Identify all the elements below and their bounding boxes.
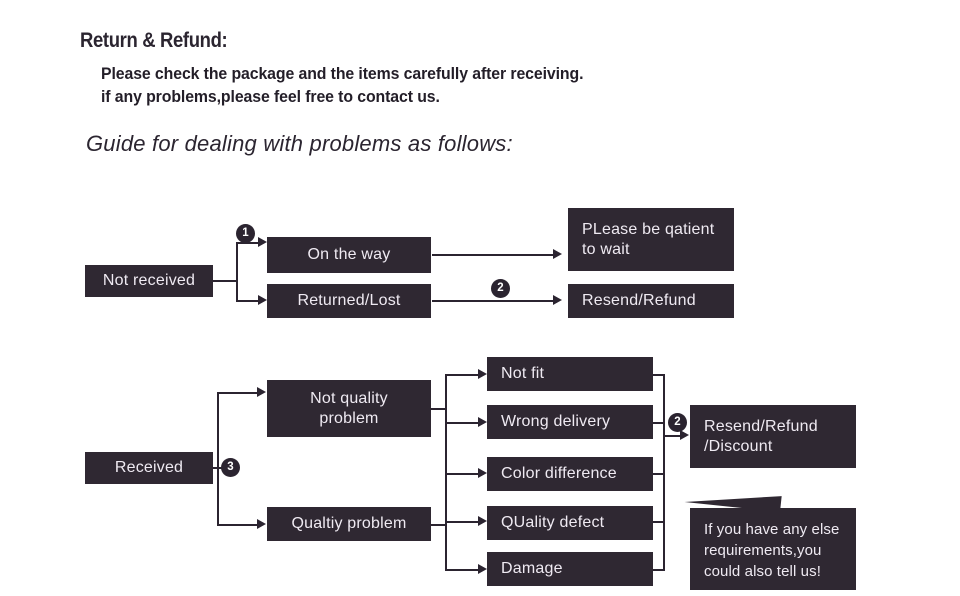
connector-returned-lost-to-outcome	[432, 300, 557, 302]
arrowhead-to-not-quality-problem	[257, 386, 266, 397]
box-resend-refund-discount-line-1: Resend/Refund	[704, 417, 818, 435]
intro-paragraph-line-2: if any problems,please feel free to cont…	[101, 88, 440, 106]
connector-to-not-fit	[445, 374, 483, 376]
connector-to-quality-problem	[217, 524, 259, 526]
connector-not-fit-out	[653, 374, 665, 376]
box-reason-not-fit: Not fit	[487, 357, 653, 391]
connector-to-quality-defect	[445, 521, 483, 523]
connector-to-returned-lost	[236, 300, 260, 302]
box-on-the-way: On the way	[267, 237, 431, 273]
box-reason-quality-defect: QUality defect	[487, 506, 653, 540]
box-please-be-patient-line-1: PLease be qatient	[582, 220, 715, 238]
arrowhead-on-the-way-outcome	[553, 248, 562, 259]
box-reason-damage: Damage	[487, 552, 653, 586]
arrowhead-to-damage	[478, 563, 487, 574]
box-resend-refund-discount: Resend/Refund /Discount	[690, 405, 856, 468]
connector-not-received-bracket	[236, 242, 238, 302]
page-title: Return & Refund:	[80, 29, 228, 52]
box-not-received: Not received	[85, 265, 213, 297]
connector-wrong-delivery-out	[653, 422, 665, 424]
connector-reasons-collector-bracket	[663, 374, 665, 571]
connector-received-bracket	[217, 392, 219, 525]
intro-paragraph-line-1: Please check the package and the items c…	[101, 65, 584, 83]
arrowhead-to-quality-defect	[478, 515, 487, 526]
badge-step-2-top: 2	[491, 279, 510, 298]
box-not-quality-problem-line-2: problem	[319, 409, 379, 427]
connector-not-quality-out	[431, 408, 446, 410]
box-returned-lost: Returned/Lost	[267, 284, 431, 318]
arrowhead-returned-lost-outcome	[553, 294, 562, 305]
connector-to-damage	[445, 569, 483, 571]
connector-collector-to-outcome	[663, 435, 685, 437]
box-reason-wrong-delivery: Wrong delivery	[487, 405, 653, 439]
connector-damage-out	[653, 569, 665, 571]
badge-step-1: 1	[236, 224, 255, 243]
box-resend-refund-discount-line-2: /Discount	[704, 437, 773, 455]
connector-to-wrong-delivery	[445, 422, 483, 424]
arrowhead-to-not-fit	[478, 368, 487, 379]
badge-step-2-bottom: 2	[668, 413, 687, 432]
callout-extra-requirements: If you have any else requirements,you co…	[690, 508, 856, 590]
arrowhead-to-outcome-discount	[680, 429, 689, 440]
connector-quality-out	[431, 524, 446, 526]
connector-to-on-the-way	[236, 242, 260, 244]
connector-received-stem	[213, 467, 228, 469]
callout-line-1: If you have any else	[704, 521, 840, 538]
arrowhead-to-wrong-delivery	[478, 416, 487, 427]
connector-on-the-way-to-outcome	[432, 254, 557, 256]
box-resend-refund: Resend/Refund	[568, 284, 734, 318]
badge-step-3: 3	[221, 458, 240, 477]
callout-line-3: could also tell us!	[704, 563, 821, 580]
connector-quality-defect-out	[653, 521, 665, 523]
intro-paragraph: Please check the package and the items c…	[101, 63, 583, 109]
box-reason-color-difference: Color difference	[487, 457, 653, 491]
arrowhead-to-color-difference	[478, 467, 487, 478]
arrowhead-to-quality-problem	[257, 518, 266, 529]
connector-to-not-quality-problem	[217, 392, 259, 394]
connector-color-difference-out	[653, 473, 665, 475]
box-please-be-patient: PLease be qatient to wait	[568, 208, 734, 271]
callout-line-2: requirements,you	[704, 542, 822, 559]
box-quality-problem: Qualtiy problem	[267, 507, 431, 541]
arrowhead-to-returned-lost	[258, 294, 267, 305]
guide-subtitle: Guide for dealing with problems as follo…	[86, 131, 513, 156]
connector-to-color-difference	[445, 473, 483, 475]
box-not-quality-problem: Not quality problem	[267, 380, 431, 437]
box-received: Received	[85, 452, 213, 484]
connector-not-received-stem	[213, 280, 236, 282]
arrowhead-to-on-the-way	[258, 236, 267, 247]
box-not-quality-problem-line-1: Not quality	[310, 389, 388, 407]
connector-reasons-distributor-bracket	[445, 374, 447, 570]
box-please-be-patient-line-2: to wait	[582, 240, 630, 258]
